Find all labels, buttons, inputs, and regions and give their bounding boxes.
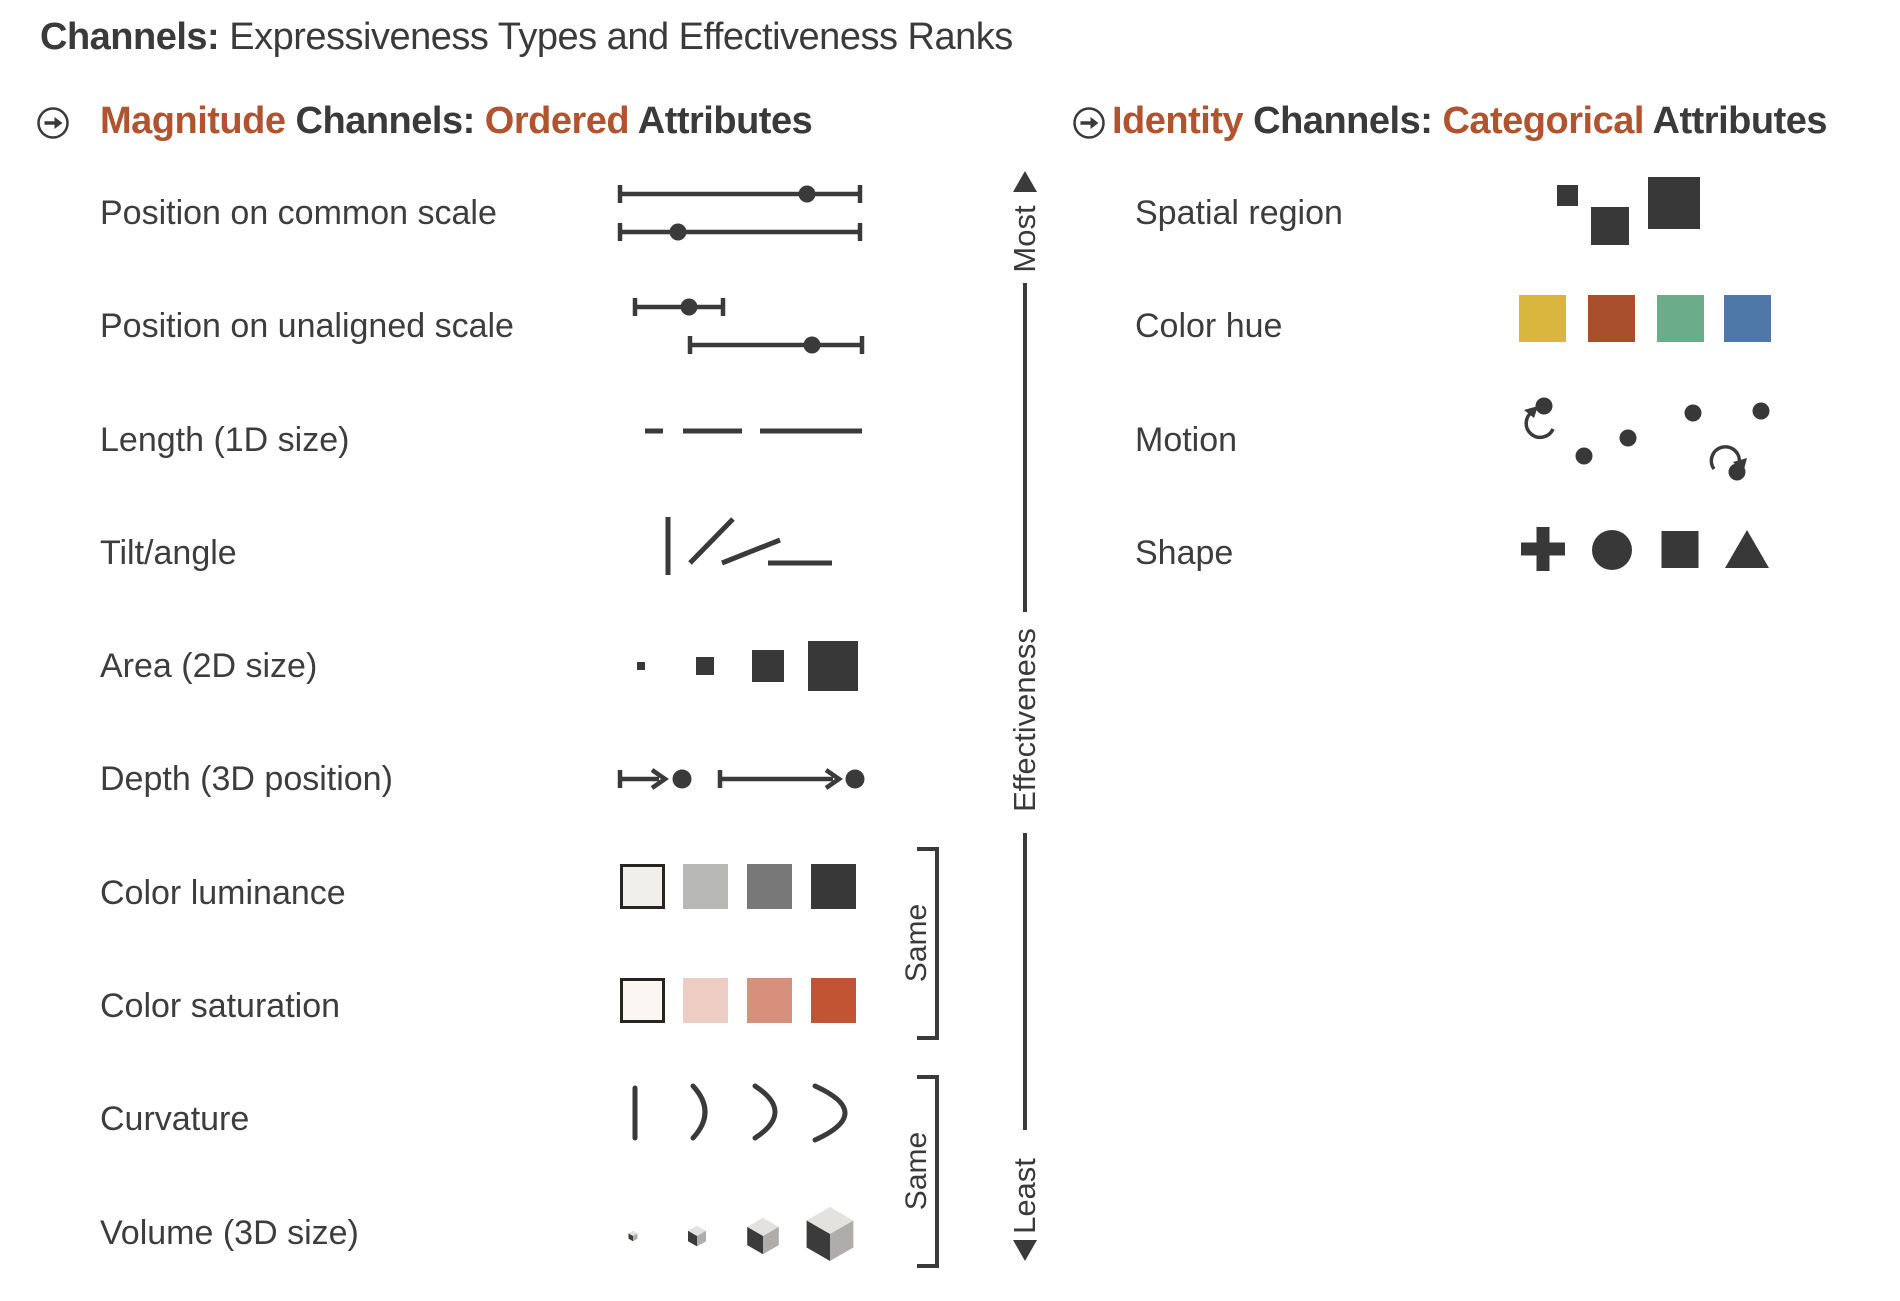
same-bracket-1 xyxy=(917,847,939,1040)
luminance-swatch-1 xyxy=(620,864,665,909)
area-squares-glyph xyxy=(637,641,858,691)
luminance-swatch-2 xyxy=(683,864,728,909)
shape-glyphs xyxy=(1521,527,1769,571)
identity-heading-accent2: Categorical xyxy=(1442,100,1644,142)
position-common-scale-glyph xyxy=(617,185,863,241)
position-unaligned-scale-glyph xyxy=(632,298,865,354)
page-title-rest: Expressiveness Types and Effectiveness R… xyxy=(219,16,1013,58)
row-label-color-luminance: Color luminance xyxy=(100,874,346,912)
axis-line-lower xyxy=(1023,833,1027,1130)
saturation-swatch-3 xyxy=(747,978,792,1023)
spatial-region-squares-glyph xyxy=(1557,177,1700,245)
triangle-shape-icon xyxy=(1725,530,1769,568)
identity-heading-end: Attributes xyxy=(1643,100,1828,142)
rotation-arrow-cw-icon xyxy=(1709,445,1747,473)
row-label-depth: Depth (3D position) xyxy=(100,760,393,798)
row-label-spatial-region: Spatial region xyxy=(1135,194,1343,232)
same-label-2: Same xyxy=(900,1131,933,1211)
saturation-swatch-1 xyxy=(620,978,665,1023)
row-label-shape: Shape xyxy=(1135,534,1234,572)
page-title: Channels: Expressiveness Types and Effec… xyxy=(40,16,1013,59)
length-segments-glyph xyxy=(645,428,862,434)
identity-heading: Identity Channels: Categorical Attribute… xyxy=(1112,100,1828,143)
axis-least-label: Least xyxy=(1007,1158,1042,1234)
row-label-tilt-angle: Tilt/angle xyxy=(100,534,237,572)
axis-most-label: Most xyxy=(1007,205,1042,273)
circle-shape-icon xyxy=(1592,530,1632,570)
magnitude-heading-accent2: Ordered xyxy=(484,100,630,142)
page-title-lead: Channels: xyxy=(40,16,220,58)
rotation-arrow-ccw-icon xyxy=(1524,406,1555,440)
row-label-color-hue: Color hue xyxy=(1135,307,1283,345)
cube-xlarge xyxy=(806,1207,854,1261)
row-label-area: Area (2D size) xyxy=(100,647,318,685)
magnitude-heading: Magnitude Channels: Ordered Attributes xyxy=(100,100,813,143)
saturation-swatch-2 xyxy=(683,978,728,1023)
motion-dots-glyph xyxy=(1524,397,1770,481)
cube-large xyxy=(747,1217,779,1255)
hue-swatch-yellow xyxy=(1519,295,1566,342)
row-label-color-saturation: Color saturation xyxy=(100,987,341,1025)
axis-arrow-down-icon xyxy=(1013,1240,1037,1261)
hue-swatch-red xyxy=(1588,295,1635,342)
volume-cubes-glyph xyxy=(628,1207,854,1261)
magnitude-heading-end: Attributes xyxy=(629,100,813,142)
hue-swatch-green xyxy=(1657,295,1704,342)
circle-arrow-right-icon xyxy=(1073,107,1105,139)
square-shape-icon xyxy=(1661,531,1699,568)
saturation-swatch-4 xyxy=(811,978,856,1023)
row-label-motion: Motion xyxy=(1135,421,1238,459)
magnitude-heading-accent1: Magnitude xyxy=(100,100,286,142)
curvature-arcs-glyph xyxy=(632,1083,848,1143)
row-label-position-unaligned: Position on unaligned scale xyxy=(100,307,514,345)
row-label-volume: Volume (3D size) xyxy=(100,1214,359,1252)
plus-shape-icon xyxy=(1521,527,1565,571)
luminance-swatch-3 xyxy=(747,864,792,909)
same-label-1: Same xyxy=(900,903,933,983)
cube-small xyxy=(628,1230,638,1242)
tilt-angle-lines-glyph xyxy=(665,517,832,575)
identity-heading-accent1: Identity xyxy=(1112,100,1244,142)
same-bracket-2 xyxy=(917,1075,939,1268)
circle-arrow-right-icon xyxy=(37,107,69,139)
magnitude-heading-mid: Channels: xyxy=(285,100,485,142)
same-brackets xyxy=(917,847,939,1268)
hue-swatch-blue xyxy=(1724,295,1771,342)
cube-medium xyxy=(688,1225,706,1247)
row-label-position-common: Position on common scale xyxy=(100,194,497,232)
depth-arrows-glyph xyxy=(617,768,865,790)
axis-arrow-up-icon xyxy=(1013,171,1037,192)
row-label-curvature: Curvature xyxy=(100,1100,250,1138)
axis-effectiveness-label: Effectiveness xyxy=(1007,628,1042,812)
luminance-swatch-4 xyxy=(811,864,856,909)
row-label-length: Length (1D size) xyxy=(100,421,350,459)
identity-heading-mid: Channels: xyxy=(1243,100,1443,142)
axis-line-upper xyxy=(1023,283,1027,612)
